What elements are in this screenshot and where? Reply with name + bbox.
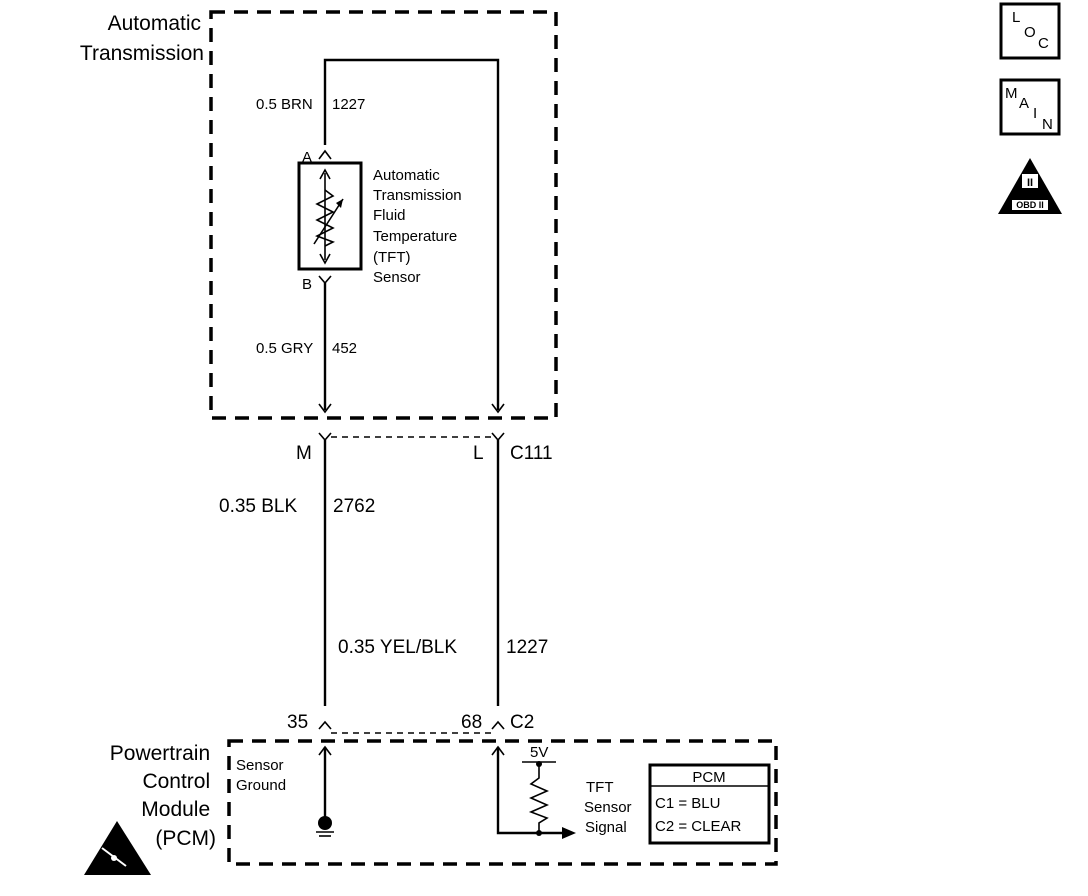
pcm-connector-name: C2 — [510, 712, 534, 733]
thermistor-arrowhead-icon — [336, 199, 343, 208]
c111-pin-m-label: M — [296, 443, 312, 464]
pcm-connector-table — [648, 763, 771, 845]
main-icon[interactable]: M A I N — [999, 78, 1061, 136]
c111-pin-m-connector — [318, 432, 332, 442]
signal-node — [536, 830, 542, 836]
thermistor-resistor-icon — [315, 189, 335, 247]
pin-a-connector — [318, 149, 332, 160]
yel-wire-circuit: 1227 — [506, 637, 548, 658]
pcm-table-row-1: C1 = BLU — [655, 795, 720, 812]
pin-b-label: B — [302, 276, 312, 293]
svg-text:C: C — [1038, 35, 1049, 52]
c111-pin-l-label: L — [473, 443, 484, 464]
wire-bottom-label: 0.5 GRY — [256, 340, 313, 357]
esd-spark-mark — [111, 855, 117, 861]
tft-signal-label: TFT Sensor Signal — [584, 779, 636, 836]
pcm-pin-68-label: 68 — [461, 712, 482, 733]
svg-text:II: II — [1027, 177, 1033, 189]
pin-b-connector — [318, 275, 332, 285]
pcm-pin-35-label: 35 — [287, 712, 308, 733]
pin-a-label: A — [302, 149, 312, 166]
signal-arrowhead-icon — [562, 827, 576, 839]
wire-top-label: 0.5 BRN — [256, 96, 313, 113]
tft-sensor-box — [297, 161, 363, 271]
sensor-ground-label: Sensor Ground — [236, 757, 288, 794]
svg-text:M: M — [1005, 85, 1018, 102]
ground-icon — [318, 816, 332, 830]
brn-arrow-icon — [491, 403, 505, 414]
5v-label: 5V — [530, 744, 548, 761]
svg-text:A: A — [1019, 95, 1029, 112]
esd-warning-icon — [84, 821, 151, 875]
svg-text:OBD II: OBD II — [1016, 200, 1044, 210]
ground-arrow-icon — [318, 745, 332, 756]
thermistor-variable-arrow — [313, 198, 344, 245]
transmission-title-line1: Automatic — [108, 12, 201, 35]
tft-signal-wire — [496, 747, 566, 835]
pcm-pin-35-connector — [318, 720, 332, 730]
pcm-table-row-2: C2 = CLEAR — [655, 818, 741, 835]
transmission-boundary — [209, 10, 558, 420]
pcm-title: Powertrain Control Module (PCM) — [110, 742, 216, 850]
obd-ii-icon[interactable]: II OBD II — [998, 158, 1062, 214]
svg-text:O: O — [1024, 24, 1036, 41]
arrow-down-icon — [319, 253, 331, 265]
arrow-up-icon — [319, 168, 331, 180]
brn-wire-loop — [323, 58, 500, 410]
pcm-table-header: PCM — [692, 769, 725, 786]
c111-connector-name: C111 — [510, 443, 553, 464]
gry-arrow-icon — [318, 403, 332, 414]
blk-wire-circuit: 2762 — [333, 496, 375, 517]
svg-text:L: L — [1012, 9, 1020, 26]
blk-wire-label: 0.35 BLK — [219, 496, 297, 517]
svg-text:N: N — [1042, 116, 1053, 133]
loc-icon[interactable]: L O C — [999, 2, 1061, 60]
c111-pin-l-connector — [491, 432, 505, 442]
wire-bottom-circuit: 452 — [332, 340, 357, 357]
tft-sensor-label: Automatic Transmission Fluid Temperature… — [373, 167, 466, 286]
yel-wire-label: 0.35 YEL/BLK — [338, 637, 457, 658]
signal-arrow-icon — [491, 745, 505, 756]
transmission-title-line2: Transmission — [80, 42, 204, 65]
pullup-resistor-icon — [528, 764, 549, 833]
wire-top-circuit: 1227 — [332, 96, 365, 113]
pcm-boundary — [227, 739, 778, 866]
pcm-pin-68-connector — [491, 720, 505, 730]
svg-text:I: I — [1033, 105, 1037, 122]
